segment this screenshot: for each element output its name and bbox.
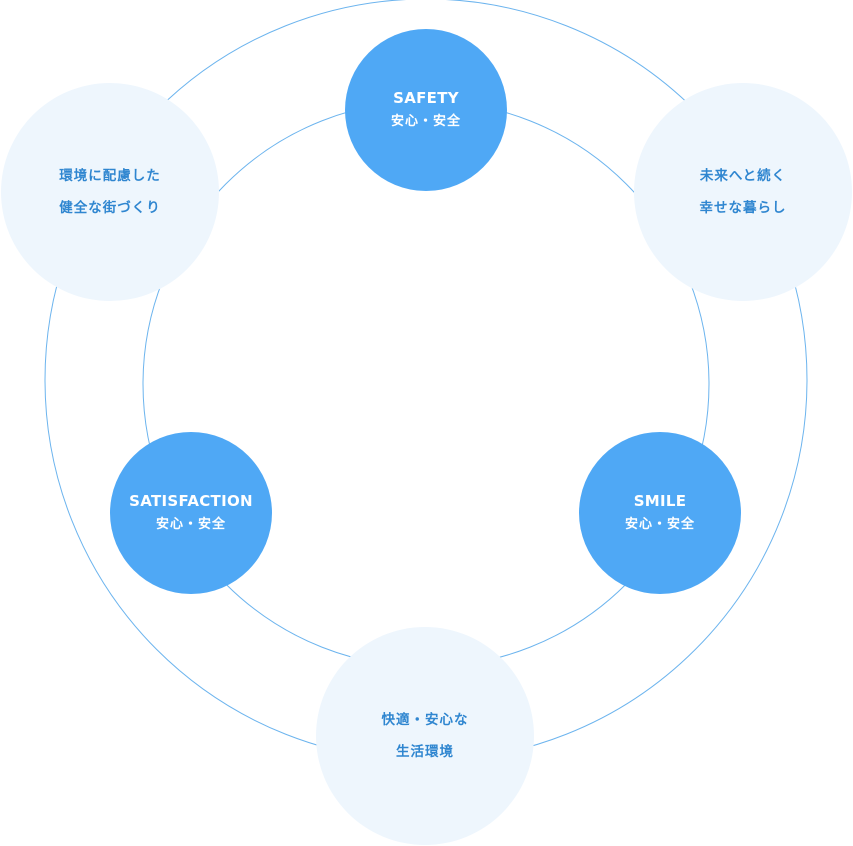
goal-text-line: 環境に配慮した (59, 168, 161, 184)
value-subtitle: 安心・安全 (390, 114, 461, 129)
value-circle-safety: SAFETY 安心・安全 (345, 29, 507, 191)
goal-text-line: 生活環境 (396, 744, 454, 760)
value-circle-smile: SMILE 安心・安全 (579, 432, 741, 594)
goal-text-line: 健全な街づくり (59, 200, 161, 216)
goal-text-line: 快適・安心な (381, 712, 469, 728)
goal-circle-environment: 環境に配慮した 健全な街づくり (1, 83, 219, 301)
value-subtitle: 安心・安全 (624, 517, 695, 532)
goal-circle-living: 快適・安心な 生活環境 (316, 627, 534, 845)
goal-text-line: 未来へと続く (699, 168, 787, 184)
value-title: SATISFACTION (129, 492, 253, 510)
value-title: SAFETY (393, 89, 459, 107)
value-subtitle: 安心・安全 (155, 517, 226, 532)
value-circle-satisfaction: SATISFACTION 安心・安全 (110, 432, 272, 594)
value-title: SMILE (633, 492, 687, 510)
goal-text-line: 幸せな暮らし (699, 200, 787, 216)
goal-circle-future: 未来へと続く 幸せな暮らし (634, 83, 852, 301)
